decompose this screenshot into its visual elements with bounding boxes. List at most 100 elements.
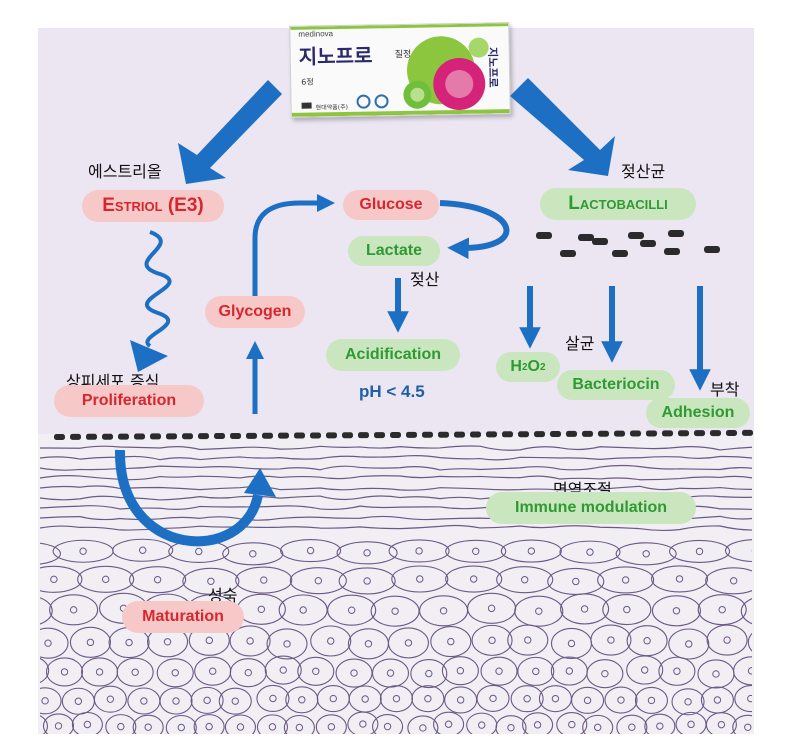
epithelial-cell — [441, 656, 479, 686]
cell-nucleus — [231, 697, 239, 705]
surface-dash — [118, 433, 129, 440]
lactobacillus-cell — [668, 230, 684, 237]
cell-nucleus — [642, 550, 650, 558]
epithelial-cell — [559, 540, 621, 564]
epithelial-cell — [315, 714, 347, 734]
lactobacillus-cell — [704, 246, 720, 253]
cell-nucleus — [268, 723, 277, 731]
cell-nucleus — [456, 667, 465, 675]
epithelial-cell — [222, 542, 284, 566]
cell-nucleus — [717, 720, 726, 729]
arrow-maturation-head — [244, 468, 276, 497]
cell-nucleus — [269, 694, 277, 703]
lactobacillus-cell — [628, 232, 644, 239]
epithelial-cell — [733, 656, 752, 686]
epithelial-cell — [626, 655, 664, 685]
surface-dash — [230, 432, 241, 439]
adhesion-node: Adhesion — [646, 398, 750, 428]
epithelial-cell — [112, 538, 174, 562]
lactobacilli-node: Lactobacilli — [540, 188, 696, 220]
epithelial-cell — [724, 539, 752, 563]
cell-nucleus — [567, 639, 576, 648]
surface-dash — [390, 431, 401, 438]
cell-nucleus — [419, 724, 427, 732]
cell-nucleus — [298, 696, 306, 704]
epithelial-cell — [668, 539, 731, 563]
cell-nucleus — [565, 667, 574, 675]
cell-nucleus — [747, 667, 752, 675]
cell-nucleus — [713, 696, 722, 704]
cell-nucleus — [60, 668, 69, 676]
epithelial-cell — [69, 626, 111, 658]
adhesion-korean-label: 부착 — [710, 380, 740, 399]
surface-dash — [70, 433, 81, 440]
epithelial-cell — [71, 711, 103, 734]
cell-nucleus — [495, 667, 503, 675]
epithelial-cell — [433, 711, 465, 734]
epithelial-cell — [256, 714, 288, 734]
squamous-cell-layer — [40, 485, 752, 491]
epithelial-cell — [651, 595, 701, 627]
surface-dash — [742, 429, 753, 436]
cell-nucleus — [628, 723, 636, 731]
cell-nucleus — [712, 670, 720, 678]
epithelial-cell — [476, 684, 510, 712]
cell-nucleus — [177, 723, 185, 732]
epithelial-cell — [338, 567, 396, 595]
surface-dash — [598, 430, 609, 437]
cell-nucleus — [171, 669, 179, 677]
ph-label: pH < 4.5 — [359, 382, 425, 401]
epithelial-cell — [190, 686, 224, 714]
epithelial-cell — [705, 712, 737, 734]
lactate-korean-label: 젖산 — [410, 270, 440, 289]
cell-nucleus — [299, 606, 307, 614]
cell-nucleus — [140, 697, 148, 705]
cell-nucleus — [617, 696, 625, 704]
epithelium-area — [38, 434, 754, 734]
lactobacillus-cell — [578, 234, 594, 241]
lactobacillus-cell — [560, 250, 576, 257]
epithelial-cell — [430, 626, 472, 658]
epithelial-cell — [658, 656, 696, 686]
lactobacillus-cell — [664, 248, 680, 255]
product-package-image: medinova 지노프로 질정 6정 현대약품(주) 지노프로 — [289, 22, 511, 118]
surface-dash — [150, 433, 161, 440]
surface-dash — [310, 432, 321, 439]
cell-nucleus — [364, 640, 373, 648]
cell-nucleus — [95, 668, 104, 676]
cell-nucleus — [79, 547, 87, 555]
epithelial-cell — [510, 685, 544, 713]
epithelial-cell — [235, 566, 293, 594]
acidification-node: Acidification — [326, 339, 460, 371]
surface-dash — [422, 431, 433, 438]
surface-dash — [582, 430, 593, 437]
epithelial-cell — [706, 624, 748, 656]
cell-nucleus — [744, 723, 752, 731]
lactobacilli-korean-label: 젖산균 — [621, 162, 666, 181]
cell-nucleus — [329, 694, 337, 703]
epithelial-cell — [77, 565, 135, 593]
surface-dash — [102, 433, 113, 440]
epithelial-cell — [705, 567, 752, 595]
epithelial-cell — [40, 657, 50, 684]
cell-nucleus — [447, 637, 455, 646]
epithelial-cell — [40, 627, 69, 659]
cell-nucleus — [695, 547, 704, 556]
cell-nucleus — [415, 547, 423, 555]
cell-nucleus — [205, 722, 213, 731]
epithelial-cell — [556, 711, 588, 734]
epithelial-cell — [45, 657, 84, 687]
surface-dash — [630, 430, 641, 437]
surface-dash — [534, 431, 545, 438]
epithelial-cell — [165, 714, 197, 734]
cell-nucleus — [656, 722, 664, 730]
cell-nucleus — [456, 696, 465, 704]
epithelial-cell — [602, 593, 652, 626]
cell-nucleus — [424, 694, 432, 703]
surface-dash — [182, 433, 193, 440]
cell-nucleus — [74, 697, 83, 705]
surface-dash — [166, 433, 177, 440]
epithelial-cell — [597, 566, 655, 594]
